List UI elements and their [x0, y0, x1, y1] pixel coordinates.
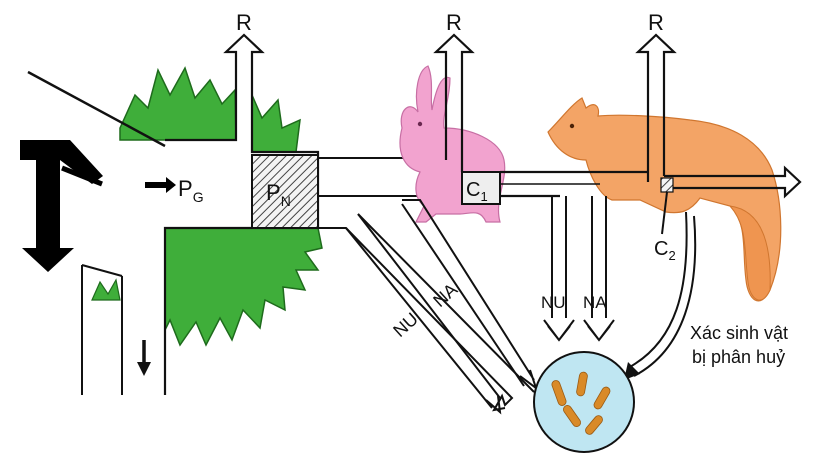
decomposed-label-line1: Xác sinh vật [690, 323, 788, 343]
bacteria-icon [551, 371, 611, 435]
pg-arrow-icon [145, 177, 176, 193]
consumer-flow-channel [500, 165, 802, 199]
consumer1-nu-label: NU [541, 293, 566, 312]
rabbit-eye-icon [417, 121, 423, 127]
pg-label: PG [178, 176, 204, 205]
respiration-label-consumer2: R [648, 10, 664, 35]
producer-na-channel [401, 199, 538, 391]
plant-side-leaves-icon [251, 94, 301, 153]
carcass-arrow-head-icon [624, 362, 640, 380]
c2-label: C2 [654, 238, 676, 263]
plant-bottom-leaves-icon [164, 227, 323, 347]
c2-pointer-line [661, 191, 668, 235]
carcass-curve-arrow [627, 211, 697, 377]
pn-label: PN [266, 180, 291, 209]
decomposer-pool [533, 351, 635, 453]
sunlight-small-arrow-shaft [61, 165, 103, 187]
consumer1-na-channel [583, 196, 615, 342]
loss-down-arrow-icon [137, 362, 151, 376]
reflected-light-line-2 [81, 264, 123, 277]
producer-nu-arrow [345, 213, 502, 415]
decomposed-label-line2: bị phân huỷ [692, 347, 785, 367]
c1-label: C1 [466, 179, 488, 204]
consumer1-box [461, 171, 501, 205]
net-production-box [251, 154, 319, 229]
producer-nu-channel [318, 213, 535, 412]
consumer1-nu-channel [543, 196, 575, 342]
fox-eye-icon [569, 123, 575, 129]
consumer2-box [660, 177, 674, 193]
fox-tail-icon [728, 205, 771, 301]
consumer1-respiration-channel [433, 33, 475, 172]
respiration-label-consumer1: R [446, 10, 462, 35]
fox-icon [547, 97, 782, 302]
plant-top-leaves-icon [119, 66, 237, 141]
plant-small-leaves-icon [91, 278, 121, 301]
sunlight-diagonal-line [27, 70, 166, 148]
consumer2-respiration-channel [635, 33, 677, 182]
respiration-label-producer: R [236, 10, 252, 35]
consumer1-na-label: NA [583, 293, 607, 312]
producer-nu-label: NU [389, 309, 422, 341]
sunlight-big-arrow-icon [20, 140, 103, 272]
